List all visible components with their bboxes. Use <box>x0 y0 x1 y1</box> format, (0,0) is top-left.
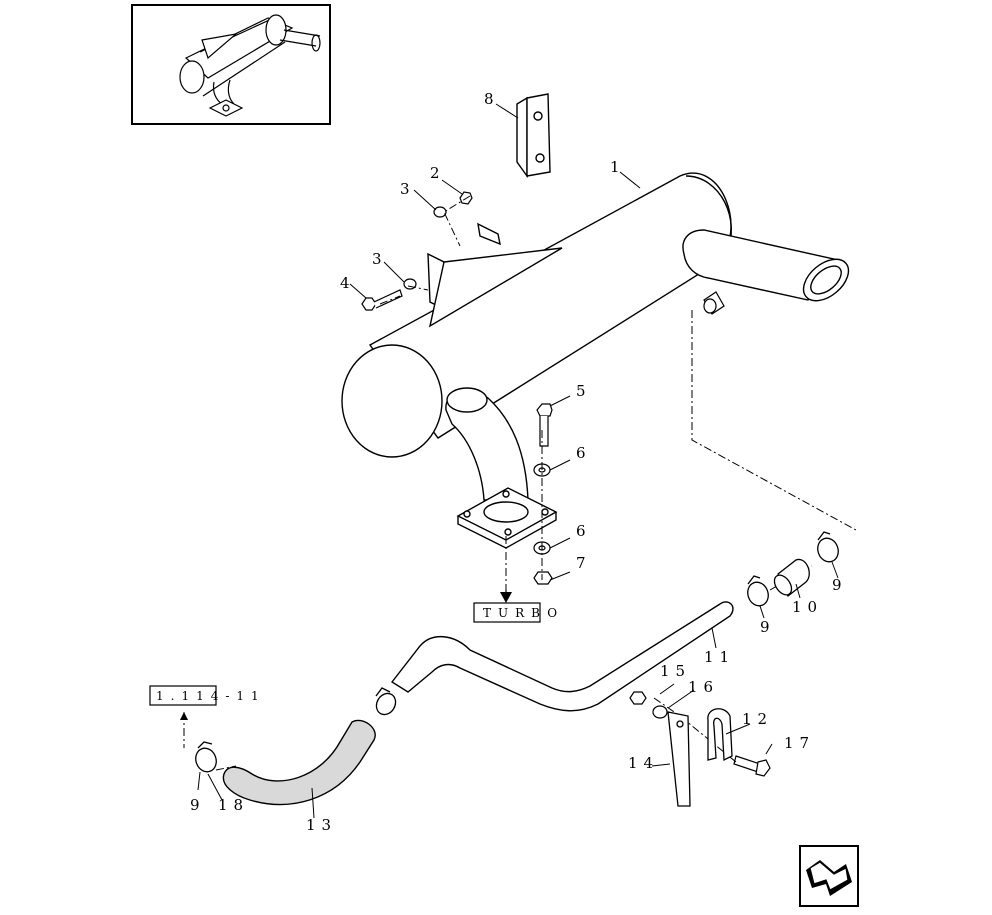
callout-16: 16 <box>688 678 719 696</box>
callout-13: 13 <box>306 816 337 834</box>
callout-numbers: 1 8 2 3 3 4 5 6 6 7 9 9 10 11 15 16 12 1… <box>190 90 848 834</box>
tailpipe <box>682 229 850 302</box>
muffler-body <box>341 172 732 458</box>
parts-reference: 1.114-11 <box>149 685 266 720</box>
callout-2: 2 <box>430 164 446 182</box>
svg-text:TURBO: TURBO <box>483 606 564 620</box>
exhaust-elbow <box>445 387 558 549</box>
hose-part-13 <box>222 719 376 806</box>
next-page-arrow-icon[interactable] <box>799 845 859 907</box>
callout-9-right: 9 <box>832 576 848 594</box>
svg-text:1.114-11: 1.114-11 <box>156 689 266 703</box>
callout-17: 17 <box>784 734 815 752</box>
callout-9-left: 9 <box>190 796 206 814</box>
callout-12: 12 <box>742 710 773 728</box>
callout-11: 11 <box>704 648 735 666</box>
callout-leaders <box>197 103 839 819</box>
callout-7: 7 <box>576 554 592 572</box>
callout-14: 14 <box>628 754 659 772</box>
callout-6-lower: 6 <box>576 522 592 540</box>
callout-6-upper: 6 <box>576 444 592 462</box>
clip-and-strap <box>667 708 733 807</box>
callout-18: 18 <box>218 796 249 814</box>
turbo-reference: TURBO <box>473 602 564 623</box>
callout-8: 8 <box>484 90 500 108</box>
callout-9-middle: 9 <box>760 618 776 636</box>
callout-5: 5 <box>576 382 592 400</box>
hose-clamps <box>195 531 839 773</box>
muffler-thumbnail-inset <box>131 4 331 125</box>
drain-spigot <box>703 291 725 315</box>
rubber-sleeve-part-10 <box>773 558 810 598</box>
callout-4: 4 <box>340 274 356 292</box>
callout-15: 15 <box>660 662 691 680</box>
bracket-part-8 <box>516 93 551 179</box>
callout-3-lower: 3 <box>372 250 388 268</box>
callout-3-upper: 3 <box>400 180 416 198</box>
muffler-mount-plate <box>427 222 563 328</box>
pipe-part-11 <box>390 601 734 712</box>
callout-10: 10 <box>792 598 823 616</box>
turbo-arrow <box>500 590 512 603</box>
callout-1: 1 <box>610 158 626 176</box>
